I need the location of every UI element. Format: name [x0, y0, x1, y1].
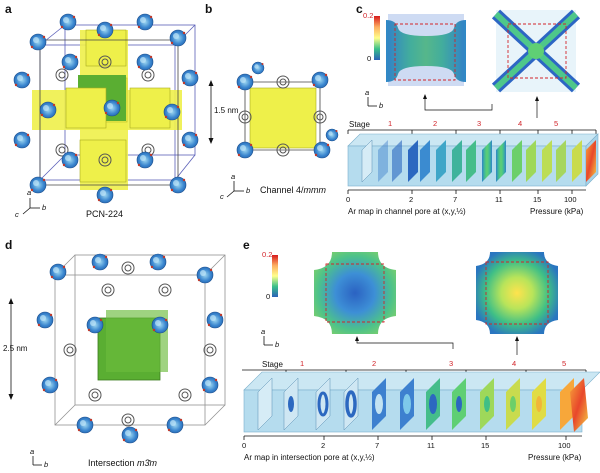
- axis-a-label: a: [27, 188, 32, 197]
- axis-c-label-b: c: [220, 192, 224, 201]
- panel-a-framework: [13, 13, 199, 204]
- pressure-label-c: Pressure (kPa): [530, 207, 584, 216]
- pressure-e-tick-15: 15: [481, 441, 490, 450]
- stage-e-3: 3: [449, 359, 454, 368]
- axis-a-label-b: a: [231, 172, 236, 181]
- stage-label-e: Stage: [262, 360, 283, 369]
- scale-2-5nm: 2.5 nm: [3, 344, 28, 353]
- caption-intersection: Intersection m3̄m: [88, 458, 158, 468]
- pressure-e-tick-11: 11: [427, 441, 435, 450]
- axis-a-label-e: a: [261, 327, 266, 336]
- stage-c-3: 3: [477, 119, 482, 128]
- axis-c-label: c: [15, 210, 19, 219]
- axes-triad-c: [367, 97, 377, 107]
- axis-b-label: b: [42, 203, 47, 212]
- panel-b-channel: [208, 61, 339, 159]
- colorbar-c-min: 0: [367, 54, 372, 63]
- pressure-e-tick-100: 100: [558, 441, 571, 450]
- pressure-c-tick-15: 15: [533, 195, 542, 204]
- panel-letter-e: e: [243, 238, 250, 252]
- panel-e-maps: [242, 252, 600, 440]
- axis-a-label-d: a: [30, 447, 35, 456]
- pressure-e-tick-7: 7: [375, 441, 380, 450]
- stage-c-1: 1: [388, 119, 393, 128]
- colorbar-e: [272, 255, 278, 297]
- axis-b-label-b: b: [246, 186, 251, 195]
- panel-c-maps: [347, 9, 599, 194]
- colorbar-e-min: 0: [266, 292, 271, 301]
- stage-e-4: 4: [512, 359, 517, 368]
- axis-a-label-c: a: [365, 88, 370, 97]
- colorbar-e-max: 0.2: [262, 250, 273, 259]
- map-label-e: Ar map in intersection pore at (x,y,½): [244, 453, 375, 462]
- stage-e-2: 2: [372, 359, 377, 368]
- scale-1-5nm: 1.5 nm: [214, 106, 239, 115]
- stage-c-4: 4: [518, 119, 523, 128]
- axis-b-label-c: b: [379, 101, 384, 110]
- axes-triad-b: [226, 181, 244, 198]
- panel-letter-a: a: [5, 2, 12, 16]
- axes-triad-d: [32, 456, 42, 466]
- panel-d-intersection: [8, 253, 226, 444]
- pressure-c-tick-7: 7: [453, 195, 458, 204]
- pressure-c-tick-0: 0: [346, 195, 351, 204]
- pressure-c-tick-2: 2: [409, 195, 414, 204]
- pressure-c-tick-100: 100: [564, 195, 577, 204]
- stage-c-5: 5: [554, 119, 559, 128]
- panel-letter-b: b: [205, 2, 213, 16]
- stage-label-c: Stage: [349, 120, 370, 129]
- caption-channel: Channel 4/mmm: [260, 185, 327, 195]
- colorbar-c-max: 0.2: [363, 11, 374, 20]
- axes-triad-e: [263, 336, 273, 346]
- pressure-c-tick-11: 11: [495, 195, 503, 204]
- panel-letter-c: c: [356, 2, 363, 16]
- axis-b-label-d: b: [44, 460, 49, 469]
- stage-e-5: 5: [562, 359, 567, 368]
- pressure-e-tick-0: 0: [242, 441, 247, 450]
- stage-e-1: 1: [300, 359, 305, 368]
- colorbar-c: [374, 16, 380, 60]
- panel-letter-d: d: [5, 238, 13, 252]
- axes-triad-a: [22, 198, 40, 215]
- stage-c-2: 2: [433, 119, 438, 128]
- caption-pcn-224: PCN-224: [86, 209, 124, 219]
- map-label-c: Ar map in channel pore at (x,y,½): [348, 207, 466, 216]
- pressure-label-e: Pressure (kPa): [528, 453, 582, 462]
- pressure-e-tick-2: 2: [321, 441, 326, 450]
- axis-b-label-e: b: [275, 340, 280, 349]
